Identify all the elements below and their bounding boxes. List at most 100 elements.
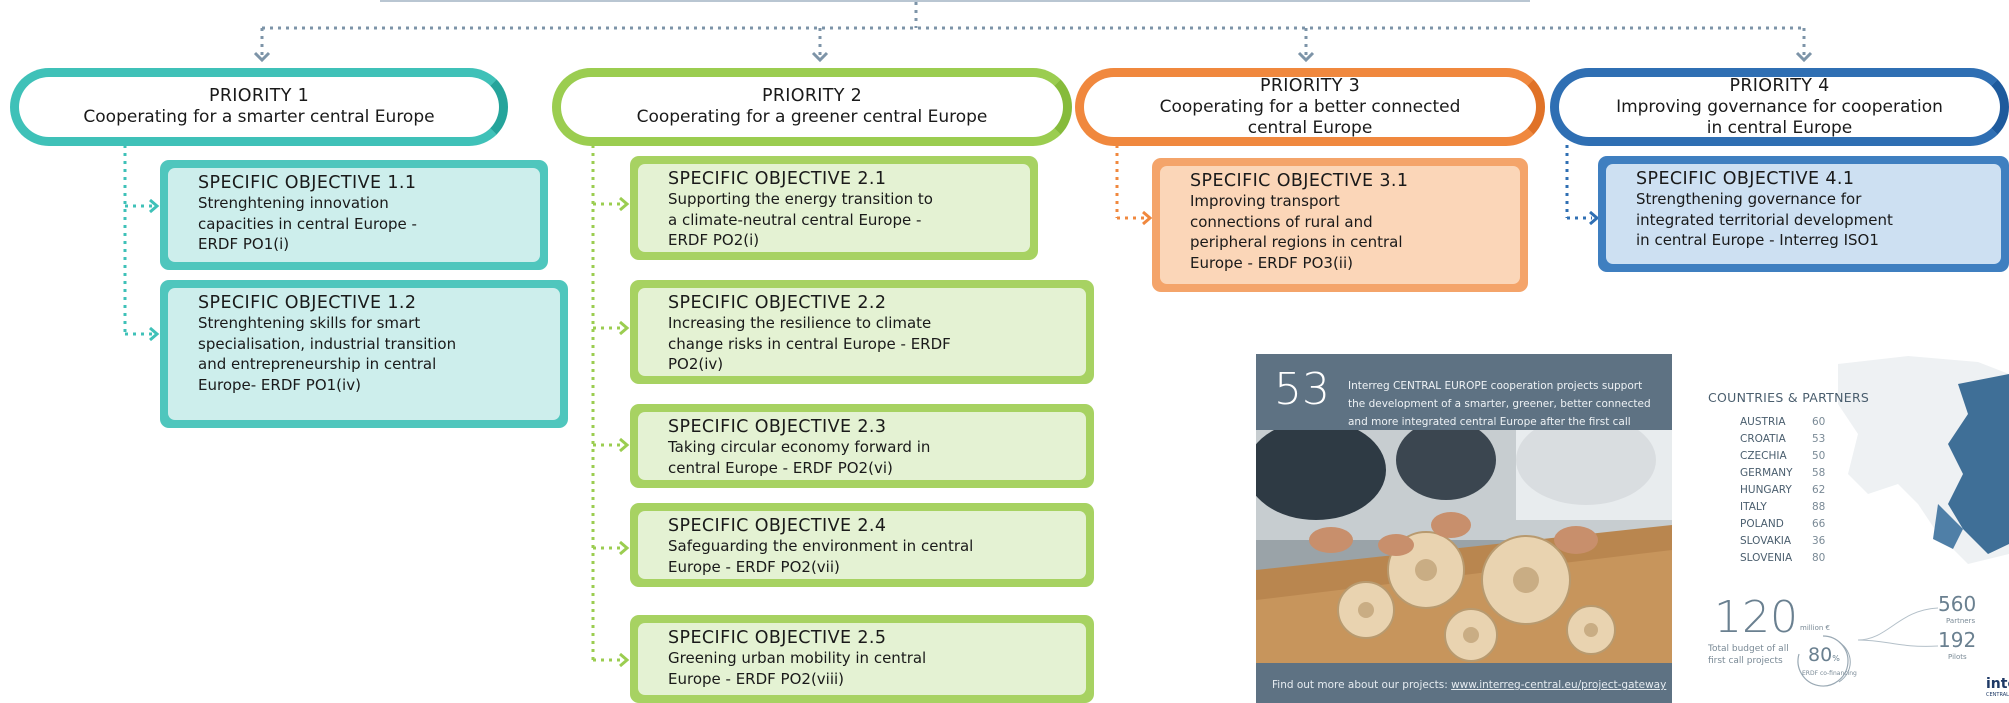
country-name: GERMANY: [1740, 467, 1793, 479]
objective-4-1-line: integrated territorial development: [1636, 210, 1893, 229]
objective-2-3-line: Taking circular economy forward in: [668, 438, 931, 457]
partners-label: Partners: [1946, 617, 1976, 625]
cofinancing-unit: %: [1832, 654, 1840, 663]
country-partners: 60: [1812, 416, 1826, 428]
objective-4-1-line: Strengthening governance for: [1636, 190, 1862, 209]
cofinancing-value: 80: [1808, 644, 1833, 666]
objective-2-3-box: SPECIFIC OBJECTIVE 2.3 Taking circular e…: [630, 404, 1094, 488]
objective-1-2-line: Europe- ERDF PO1(iv): [198, 375, 361, 394]
objective-3-1-line: Improving transport: [1190, 192, 1340, 211]
objective-1-1-line: Strenghtening innovation: [198, 194, 389, 213]
country-row: AUSTRIA 60: [1740, 414, 1842, 431]
objective-1-1-box: SPECIFIC OBJECTIVE 1.1 Strenghtening inn…: [160, 160, 548, 270]
interreg-logo: inte: [1986, 676, 2009, 692]
objective-2-5-line: Europe - ERDF PO2(viii): [668, 669, 845, 688]
country-row: SLOVENIA 80: [1740, 550, 1842, 567]
objective-2-2-line: Increasing the resilience to climate: [668, 314, 932, 333]
country-row: ITALY 88: [1740, 499, 1842, 516]
budget-number: 120: [1714, 592, 1798, 643]
priority-2-subtitle: Cooperating for a greener central Europe: [636, 107, 988, 128]
country-name: CZECHIA: [1740, 450, 1787, 462]
footer-prefix: Find out more about our projects:: [1272, 679, 1448, 691]
country-partners: 50: [1812, 450, 1826, 462]
objective-4-1-line: in central Europe - Interreg ISO1: [1636, 231, 1879, 250]
country-row: POLAND 66: [1740, 516, 1842, 533]
priority-2-box: PRIORITY 2 Cooperating for a greener cen…: [552, 68, 1072, 146]
country-name: HUNGARY: [1740, 484, 1792, 496]
interreg-logo-sub: CENTRAL: [1986, 692, 2009, 698]
priority-4-subtitle-line-1: Improving governance for cooperation: [1616, 96, 1943, 117]
cofinancing-label: ERDF co-financing: [1802, 670, 1857, 677]
pilots-label: Pilots: [1948, 653, 1967, 661]
country-partners: 88: [1812, 501, 1826, 513]
country-row: GERMANY 58: [1740, 465, 1842, 482]
objective-2-5-line: Greening urban mobility in central: [668, 649, 927, 668]
priority-4-title: PRIORITY 4: [1729, 75, 1830, 96]
objective-2-4-line: Safeguarding the environment in central: [668, 537, 974, 556]
country-partners: 80: [1812, 552, 1826, 564]
objective-2-4-title: SPECIFIC OBJECTIVE 2.4: [668, 516, 887, 536]
objective-2-4-box: SPECIFIC OBJECTIVE 2.4 Safeguarding the …: [630, 503, 1094, 587]
budget-unit: million €: [1800, 624, 1830, 632]
project-gateway-link[interactable]: www.interreg-central.eu/project-gateway: [1451, 679, 1667, 691]
priority-3-subtitle-line-2: central Europe: [1247, 117, 1373, 138]
objective-3-1-line: Europe - ERDF PO3(ii): [1190, 253, 1353, 272]
country-name: AUSTRIA: [1740, 416, 1786, 428]
projects-count: 53: [1274, 364, 1330, 415]
country-partners: 58: [1812, 467, 1826, 479]
objective-1-2-line: and entrepreneurship in central: [198, 355, 437, 374]
objective-2-2-line: change risks in central Europe - ERDF: [668, 334, 951, 353]
objective-2-3-title: SPECIFIC OBJECTIVE 2.3: [668, 417, 887, 437]
priority-2-title: PRIORITY 2: [761, 85, 863, 106]
budget-label: Total budget of all first call projects: [1708, 644, 1789, 667]
country-name: ITALY: [1740, 501, 1767, 513]
projects-description: Interreg CENTRAL EUROPE cooperation proj…: [1348, 380, 1651, 428]
partners-number: 560: [1938, 592, 1977, 616]
objective-1-1-title: SPECIFIC OBJECTIVE 1.1: [198, 173, 417, 193]
objective-2-5-title: SPECIFIC OBJECTIVE 2.5: [668, 628, 887, 648]
priority-1-title: PRIORITY 1: [208, 85, 310, 106]
objective-4-1-box: SPECIFIC OBJECTIVE 4.1 Strengthening gov…: [1598, 156, 2009, 272]
objective-1-2-title: SPECIFIC OBJECTIVE 1.2: [198, 293, 417, 313]
objective-1-2-line: specialisation, industrial transition: [198, 334, 457, 353]
projects-info-panel: 53 Interreg CENTRAL EUROPE cooperation p…: [1256, 354, 1672, 703]
country-name: SLOVENIA: [1740, 552, 1793, 564]
priority-1-box: PRIORITY 1 Cooperating for a smarter cen…: [10, 68, 508, 146]
objective-3-1-line: connections of rural and: [1190, 212, 1373, 231]
country-partners: 53: [1812, 433, 1826, 445]
central-europe-map: [1838, 356, 2009, 564]
objective-2-1-line: Supporting the energy transition to: [668, 190, 933, 209]
cofinancing-ring: [1797, 635, 1851, 687]
objective-2-2-box: SPECIFIC OBJECTIVE 2.2 Increasing the re…: [630, 280, 1094, 384]
objective-2-1-title: SPECIFIC OBJECTIVE 2.1: [668, 169, 887, 189]
priority-3-box: PRIORITY 3 Cooperating for a better conn…: [1075, 68, 1545, 146]
country-name: CROATIA: [1740, 433, 1786, 445]
objective-2-2-line: PO2(iv): [668, 355, 724, 374]
country-name: POLAND: [1740, 518, 1784, 530]
country-name: SLOVAKIA: [1740, 535, 1792, 547]
objective-2-4-line: Europe - ERDF PO2(vii): [668, 557, 840, 576]
objective-1-2-box: SPECIFIC OBJECTIVE 1.2 Strenghtening ski…: [160, 280, 568, 428]
pilots-number: 192: [1938, 628, 1977, 652]
country-row: CROATIA 53: [1740, 431, 1842, 448]
priority-3-title: PRIORITY 3: [1259, 75, 1361, 96]
objective-3-1-box: SPECIFIC OBJECTIVE 3.1 Improving transpo…: [1152, 158, 1528, 292]
objective-4-1-title: SPECIFIC OBJECTIVE 4.1: [1636, 169, 1855, 189]
priority-3-subtitle-line-1: Cooperating for a better connected: [1159, 96, 1461, 117]
objective-1-1-line: ERDF PO1(i): [198, 235, 290, 254]
priority-4-subtitle-line-2: in central Europe: [1706, 117, 1853, 138]
country-row: CZECHIA 50: [1740, 448, 1842, 465]
budget-label-line-2: first call projects: [1708, 655, 1783, 666]
cofinancing-value-wrap: 80%: [1808, 644, 1840, 666]
gears-teamwork-photo: [1256, 430, 1672, 663]
budget-label-line-1: Total budget of all: [1708, 644, 1789, 654]
objective-1-2-line: Strenghtening skills for smart: [198, 314, 421, 333]
objective-3-1-title: SPECIFIC OBJECTIVE 3.1: [1190, 171, 1409, 191]
country-partners: 66: [1812, 518, 1826, 530]
priority-1-subtitle: Cooperating for a smarter central Europe: [83, 107, 435, 128]
